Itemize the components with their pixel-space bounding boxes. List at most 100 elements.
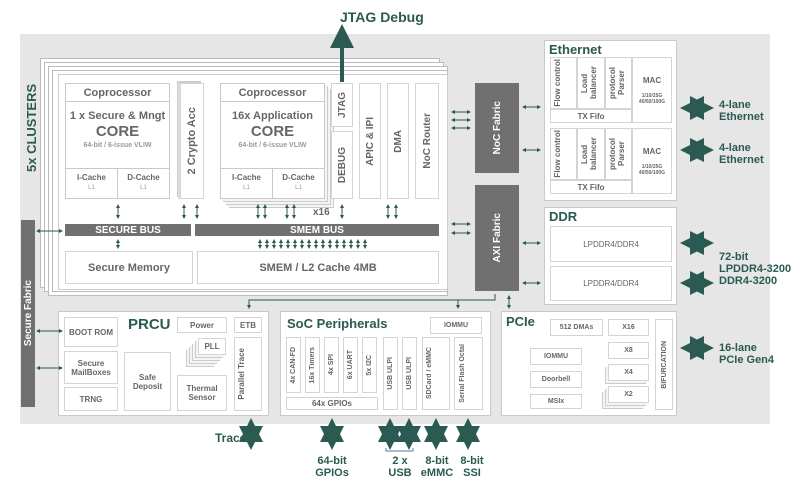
app-dcache [272,168,325,199]
debug-block: DEBUG [331,131,353,199]
emmc-ext-width: 8-bit [425,455,449,467]
secure-icache-level: L1 [88,185,95,191]
load-balancer: Load balancer [577,57,605,109]
trng: TRNG [64,387,118,411]
ddr-ext-ddr: DDR4-3200 [719,275,778,287]
pcie-lane-x4: X4 [608,364,649,381]
secure-coprocessor-header: Coprocessor [65,83,170,102]
dma-block: DMA [387,83,409,199]
secure-dcache-label: D-Cache [127,173,160,182]
gpios-block: 64x GPIOs [286,397,378,410]
jtag-block: JTAG [331,83,353,127]
prcu-title: PRCU [128,316,171,333]
jtag-debug-label: JTAG Debug [340,9,424,25]
soc-peripheral-item: 16x Timers [305,337,320,393]
pcie-title: PCIe [506,314,535,329]
parallel-trace: Parallel Trace [234,337,262,411]
boot-rom: BOOT ROM [64,317,118,347]
smem-bus: SMEM BUS [195,224,439,236]
noc-fabric: NoC Fabric [475,83,519,173]
pcie-lane-x8: X8 [608,342,649,359]
usb-bracket [385,448,414,452]
secure-bus: SECURE BUS [65,224,191,236]
secure-mailboxes: Secure MailBoxes [64,351,118,384]
gpios-ext-width: 64-bit [317,455,347,467]
app-icache-level: L1 [243,185,250,191]
ssi-ext-width: 8-bit [460,455,484,467]
gpios-ext-label: GPIOs [315,467,349,479]
ethernet-ext-label-2: 4-lane Ethernet [719,142,764,166]
pcie-lane-x2: X2 [608,386,649,403]
soc-peripheral-item: 4x CAN-FD [286,337,301,393]
soc-peripherals-title: SoC Peripherals [287,316,388,331]
mac-label: MAC [642,146,662,156]
ddr-controller-2: LPDDR4/DDR4 [550,266,672,301]
smem-l2-cache: SMEM / L2 Cache 4MB [197,251,439,284]
ddr-controller-1: LPDDR4/DDR4 [550,226,672,262]
pcie-ext-lanes: 16-lane [719,342,757,354]
pcie-iommu: IOMMU [530,348,582,365]
power: Power [177,317,227,333]
crypto-acc: 2 Crypto Acc [180,83,204,199]
usb-ext-label: USB [388,467,412,479]
ethernet-title: Ethernet [549,42,602,57]
flow-control: Flow control [550,57,577,109]
bifurcation: BIFURCATION [655,319,673,410]
load-balancer: Load balancer [577,128,605,180]
secure-core-label: CORE [95,123,140,140]
etb: ETB [234,317,262,333]
mac-speeds: 1/10/25G 40/50/100G [638,163,666,176]
secure-dcache [117,168,170,199]
secure-fabric: Secure Fabric [21,220,35,407]
mac-speeds: 1/10/25G 40/50/100G [638,92,666,105]
secure-core-title: 1 x Secure & Mngt [69,110,166,122]
safe-deposit: Safe Deposit [124,352,171,411]
pll: PLL [198,338,226,355]
app-icache [220,168,273,199]
soc-peripheral-item: 5x I2C [362,337,377,393]
pcie-dmas: 512 DMAs [550,319,603,336]
app-dcache-label: D-Cache [282,173,315,182]
secure-memory: Secure Memory [65,251,193,284]
pcie-lane-x16: X16 [608,319,649,336]
soc-peripheral-item: 4x SPI [324,337,339,393]
ddr-ext-width: 72-bit [719,251,749,263]
serial-flash-octal: Serial Flash Octal [454,337,483,410]
ddr-title: DDR [549,209,578,224]
protocol-parser: protocol Parser [605,57,632,109]
soc-iommu: IOMMU [430,317,482,334]
app-core-title: 16x Application [232,110,313,122]
app-dcache-level: L1 [295,185,302,191]
thermal-sensor: Thermal Sensor [177,375,227,411]
emmc-ext-label: eMMC [420,467,454,479]
tx-fifo: TX Fifo [550,180,632,194]
app-core-multiplier: x16 [313,207,330,218]
app-core-spec: 64-bit / 6-issue VLIW [238,142,307,149]
noc-router-block: NoC Router [415,83,439,199]
mac-block: MAC 1/10/25G 40/50/100G [632,128,672,194]
sdcard-emmc: SDCard / eMMC [422,337,450,410]
app-core-label: CORE [250,123,295,140]
mac-label: MAC [642,75,662,85]
soc-peripheral-item: 6x UART [343,337,358,393]
secure-icache-label: I-Cache [77,173,106,182]
apic-ipi-block: APIC & IPI [359,83,381,199]
ssi-ext-label: SSI [463,467,481,479]
flow-control: Flow control [550,128,577,180]
app-coprocessor-header: Coprocessor [220,83,325,102]
axi-fabric: AXI Fabric [475,185,519,291]
usb-ulpi-2: USB ULPI [402,337,417,410]
pcie-doorbell: Doorbell [530,371,582,388]
secure-icache [65,168,118,199]
secure-core-spec: 64-bit / 6-issue VLIW [83,142,152,149]
app-icache-label: I-Cache [232,173,261,182]
ethernet-ext-label-1: 4-lane Ethernet [719,99,764,123]
trace-label: Trace [215,431,247,445]
secure-dcache-level: L1 [140,185,147,191]
tx-fifo: TX Fifo [550,109,632,123]
protocol-parser: protocol Parser [605,128,632,180]
pcie-ext-gen: PCIe Gen4 [719,354,775,366]
axi-prcu-route [247,294,496,309]
ddr-ext-lpddr: LPDDR4-3200 [719,263,792,275]
